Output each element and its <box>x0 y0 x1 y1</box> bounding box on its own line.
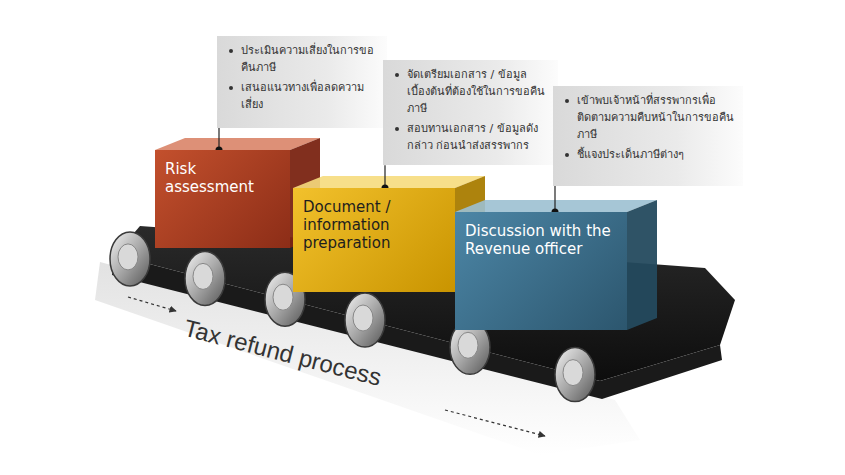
callout-panel: จัดเตรียมเอกสาร / ข้อมูล เบื้องต้นที่ต้อ… <box>383 60 558 165</box>
bullet-text: เข้าพบเจ้าหน้าที่สรรพากรเพื่อติดตามความค… <box>561 92 735 143</box>
box-side-face <box>627 200 657 330</box>
bullet-text: ประเมินความเสี่ยงในการขอคืนภาษี <box>225 42 379 76</box>
bullet-dot <box>229 86 233 90</box>
callout-panel: ประเมินความเสี่ยงในการขอคืนภาษีเสนอแนวทา… <box>217 36 387 128</box>
belt-roller <box>185 251 225 305</box>
box-label: Document / information preparation <box>303 198 447 252</box>
bullet-dot <box>229 49 233 53</box>
bullet-dot <box>395 73 399 77</box>
bullet-dot <box>395 127 399 131</box>
belt-roller <box>555 348 595 402</box>
belt-roller <box>110 232 150 286</box>
bullet-text: ชี้แจงประเด็นภาษีต่างๆ <box>561 146 735 163</box>
direction-arrow <box>445 410 545 436</box>
direction-arrow <box>128 297 176 311</box>
belt-roller <box>345 293 385 347</box>
process-box: Discussion with the Revenue officer <box>455 212 627 330</box>
process-box: Document / information preparation <box>293 188 455 292</box>
bullet-dot <box>565 99 569 103</box>
bullet-text: เสนอแนวทางเพื่อลดความเสี่ยง <box>225 79 379 113</box>
callout-panel: เข้าพบเจ้าหน้าที่สรรพากรเพื่อติดตามความค… <box>553 86 743 186</box>
box-top-face <box>293 176 485 188</box>
box-label: Discussion with the Revenue officer <box>465 222 619 258</box>
box-label: Risk assessment <box>165 160 282 196</box>
process-box: Risk assessment <box>155 150 290 248</box>
bullet-dot <box>565 153 569 157</box>
bullet-text: สอบทานเอกสาร / ข้อมูลดังกล่าว ก่อนนำส่งส… <box>391 120 550 154</box>
bullet-text: จัดเตรียมเอกสาร / ข้อมูล เบื้องต้นที่ต้อ… <box>391 66 550 117</box>
